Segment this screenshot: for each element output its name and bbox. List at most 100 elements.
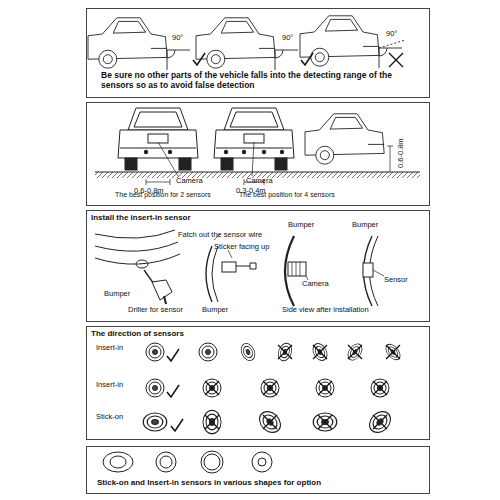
panel-text: The direction of sensors	[91, 329, 184, 338]
cross-mark	[263, 381, 277, 395]
sensor-shape	[110, 456, 126, 468]
sensor-shapes	[103, 451, 272, 473]
drill-handle	[164, 296, 166, 304]
sensor-wire	[236, 263, 256, 269]
angle-line	[275, 50, 298, 70]
check-mark	[167, 385, 179, 397]
part-label: Stick-on	[96, 413, 123, 421]
cross-mark	[313, 345, 327, 359]
dimension-line	[387, 146, 393, 172]
part-label: Camera	[176, 177, 203, 185]
cross-mark	[318, 415, 332, 429]
panel-text: Stick-on and Insert-in sensors in variou…	[97, 478, 321, 487]
sensor-shape	[103, 452, 133, 472]
sensor-hole	[136, 260, 148, 268]
car-side-view	[88, 16, 379, 68]
bumper-curve	[95, 254, 180, 264]
car-side-view	[196, 18, 275, 68]
part-label: Bumper	[104, 290, 130, 298]
cross-mark	[348, 345, 362, 359]
sensor-dot	[242, 150, 246, 154]
sensor-shape	[156, 452, 176, 472]
angle-arc	[275, 50, 283, 58]
sensor-body	[363, 263, 373, 277]
check-mark	[171, 419, 183, 431]
sensor-dot	[262, 150, 266, 154]
bumper-curve	[95, 242, 178, 251]
sensor-icon	[143, 413, 166, 431]
part-label: Insert-in	[96, 381, 123, 389]
check-mark	[193, 53, 205, 65]
car-side-view	[305, 114, 384, 164]
sensor-icon	[313, 413, 336, 431]
car-rear-view	[118, 108, 198, 170]
part-label: 90°	[282, 34, 293, 42]
panel-box: Be sure no other parts of the vehicle fa…	[86, 8, 430, 98]
car-rear-view	[214, 108, 294, 170]
dimension-line	[146, 179, 170, 185]
part-label: Sticker facing up	[214, 243, 269, 251]
check-mark	[301, 53, 313, 65]
dimension-line	[146, 142, 393, 185]
sensor-dot	[144, 150, 148, 154]
cross-mark	[205, 381, 219, 395]
sensor-body	[222, 262, 236, 272]
bumper-curve	[206, 246, 212, 302]
cross-mark	[389, 53, 403, 67]
cross-mark	[386, 345, 400, 359]
car-side-view	[300, 16, 379, 66]
part-label: Camera	[246, 177, 273, 185]
sensor-shape	[201, 451, 223, 473]
bumper-curve	[212, 246, 218, 302]
sensor-icon	[146, 379, 164, 397]
detection-angle	[167, 40, 405, 70]
check-mark	[167, 349, 179, 361]
part-label: Side view after installation	[282, 306, 369, 314]
sensor-icon	[310, 341, 330, 363]
sensor-dot	[280, 150, 284, 154]
sensor-body	[288, 262, 306, 276]
part-label: 90°	[386, 30, 397, 38]
panel-box: The direction of sensors	[86, 326, 430, 440]
cross-mark	[278, 345, 292, 359]
sensor-icon	[316, 379, 334, 397]
sensor-shape	[252, 452, 272, 472]
cross-mark	[373, 381, 387, 395]
sensor-icon	[367, 375, 392, 400]
bumper-curve	[95, 230, 175, 238]
sensor-icon	[199, 343, 217, 361]
part-label: Bumper	[202, 306, 228, 314]
bumper-curve	[364, 236, 373, 306]
bumper-drawing	[95, 230, 384, 306]
sensor-dot	[224, 150, 228, 154]
part-label: Camera	[302, 280, 329, 288]
panel-text: Be sure no other parts of the vehicle fa…	[101, 71, 419, 91]
sensor-shape	[160, 456, 172, 468]
ground-line	[95, 172, 420, 173]
angle-arc	[379, 48, 387, 56]
cross-mark	[373, 415, 387, 429]
sensor-icon	[276, 341, 294, 362]
panel-text: Install the insert-in sensor	[91, 213, 191, 222]
angle-line	[167, 50, 190, 70]
part-label: Sensor	[384, 276, 408, 284]
sensor-icon	[383, 342, 403, 363]
sensor-direction-icons	[143, 341, 403, 437]
part-label: Fatch out the sensor wire	[178, 231, 262, 239]
car-side-view	[88, 18, 167, 68]
sensor-ridge	[292, 262, 300, 276]
part-label: Bumper	[352, 221, 378, 229]
sensor-icon	[203, 410, 221, 433]
leader-line	[158, 142, 178, 176]
cross-mark	[318, 381, 332, 395]
part-label: Bumper	[288, 221, 314, 229]
sensor-shape	[204, 454, 220, 470]
part-label: 0.6-0.8m	[397, 138, 405, 168]
sensor-icon	[345, 341, 365, 362]
sensor-shape	[258, 458, 266, 466]
sensor-icon	[255, 407, 284, 436]
angle-line	[379, 48, 402, 68]
sensor-icon	[238, 341, 257, 363]
sensor-icon	[146, 343, 164, 361]
